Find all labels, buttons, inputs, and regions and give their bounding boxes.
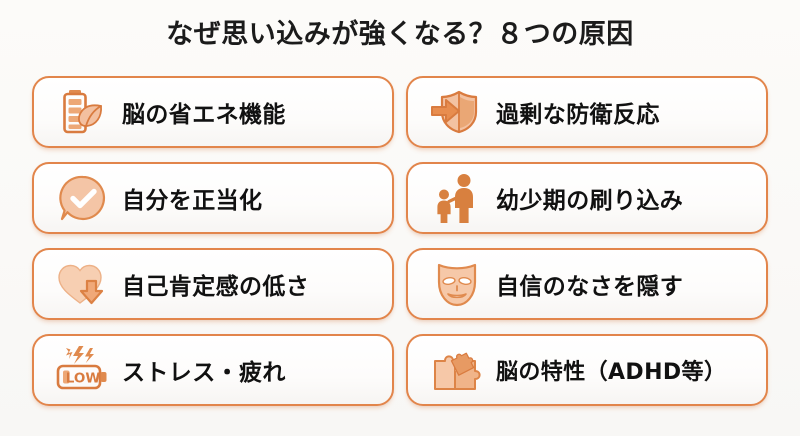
cause-card-label: 自信のなさを隠す	[496, 274, 684, 300]
low-battery-lightning-icon: LOW	[54, 344, 112, 396]
cause-card-label: ストレス・疲れ	[122, 360, 286, 386]
cause-card-excessive-defense[interactable]: 過剰な防衛反応	[406, 76, 768, 148]
cause-card-grid: 脳の省エネ機能 過剰な防衛反応 自分を正当化	[32, 76, 768, 406]
speech-bubble-check-icon	[54, 172, 112, 224]
cause-card-label: 幼少期の刷り込み	[496, 188, 684, 214]
cause-card-label: 過剰な防衛反応	[496, 102, 660, 128]
cause-card-brain-traits-adhd[interactable]: 脳の特性（ADHD等）	[406, 334, 768, 406]
puzzle-pieces-icon	[428, 344, 486, 396]
low-battery-text: LOW	[66, 371, 101, 387]
page-title: なぜ思い込みが強くなる？８つの原因	[166, 19, 634, 50]
battery-leaf-icon	[54, 86, 112, 138]
theater-mask-icon	[428, 258, 486, 310]
cause-card-stress-fatigue[interactable]: LOW ストレス・疲れ	[32, 334, 394, 406]
cause-card-childhood-imprinting[interactable]: 幼少期の刷り込み	[406, 162, 768, 234]
cause-card-label: 脳の省エネ機能	[122, 102, 286, 128]
cause-card-label: 脳の特性（ADHD等）	[496, 360, 727, 385]
cause-card-low-self-esteem[interactable]: 自己肯定感の低さ	[32, 248, 394, 320]
cause-card-brain-energy-saving[interactable]: 脳の省エネ機能	[32, 76, 394, 148]
cause-card-label: 自分を正当化	[122, 188, 263, 214]
shield-arrow-icon	[428, 86, 486, 138]
cause-card-label: 自己肯定感の低さ	[122, 274, 310, 300]
cause-card-self-justification[interactable]: 自分を正当化	[32, 162, 394, 234]
heart-down-arrow-icon	[54, 258, 112, 310]
parent-child-icon	[428, 172, 486, 224]
cause-card-hiding-insecurity[interactable]: 自信のなさを隠す	[406, 248, 768, 320]
